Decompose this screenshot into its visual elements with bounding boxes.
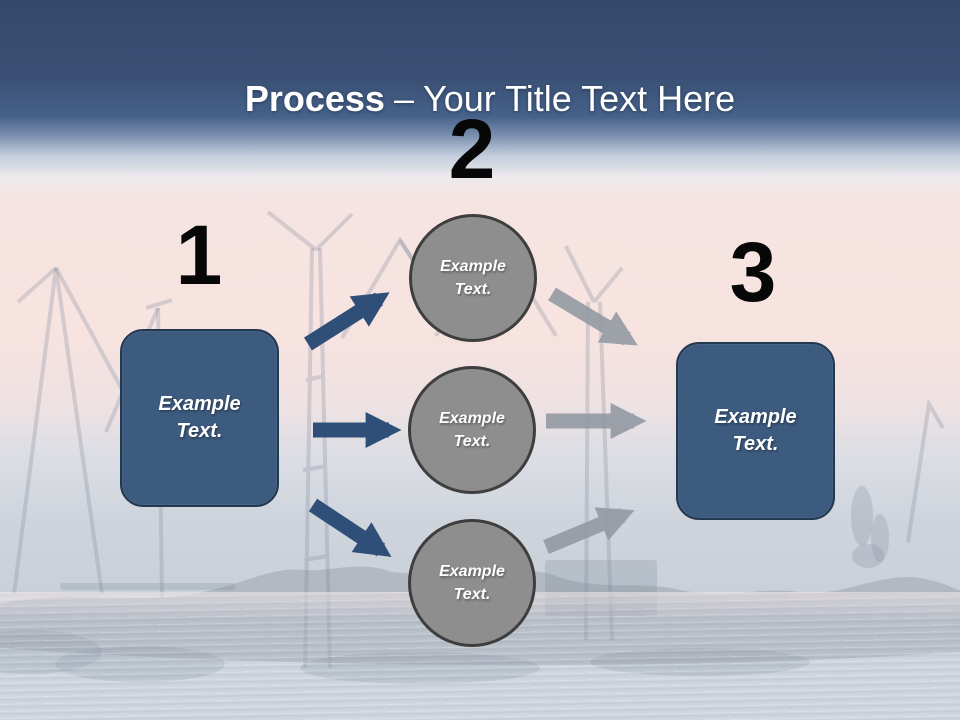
step2-circle-top-label-line2: Text. <box>454 281 492 298</box>
step3-box-label-line2: Text. <box>732 433 779 455</box>
title-subtitle: Your Title Text Here <box>422 78 736 120</box>
slide-title: Process–Your Title Text Here <box>10 77 960 120</box>
arrow-circle3-to-right <box>543 507 635 554</box>
step1-box-label-line2: Text. <box>176 420 223 442</box>
arrow-left-to-circle3 <box>308 498 392 557</box>
step2-circle-top: Example Text. <box>409 214 537 342</box>
step3-box: Example Text. <box>676 342 835 520</box>
step2-circle-bottom-label-line1: Example <box>439 562 505 580</box>
step2-circle-middle: Example Text. <box>408 366 536 494</box>
step1-box: Example Text. <box>120 329 279 507</box>
step1-box-label-line1: Example <box>158 393 241 415</box>
arrow-left-to-circle1 <box>303 292 390 351</box>
step-number-3: 3 <box>729 225 777 319</box>
step2-circle-middle-label-line2: Text. <box>453 433 491 450</box>
title-keyword: Process <box>244 78 385 120</box>
step-number-1: 1 <box>175 208 223 302</box>
step-number-2: 2 <box>448 102 496 196</box>
title-dash: – <box>393 78 414 120</box>
step2-circle-bottom: Example Text. <box>408 519 536 647</box>
arrow-circle1-to-right <box>548 287 638 346</box>
step2-circle-top-label-line1: Example <box>440 257 506 275</box>
step3-box-label-line1: Example <box>714 406 797 428</box>
step2-circle-bottom-label-line2: Text. <box>453 586 491 603</box>
step2-circle-middle-label-line1: Example <box>439 409 505 427</box>
